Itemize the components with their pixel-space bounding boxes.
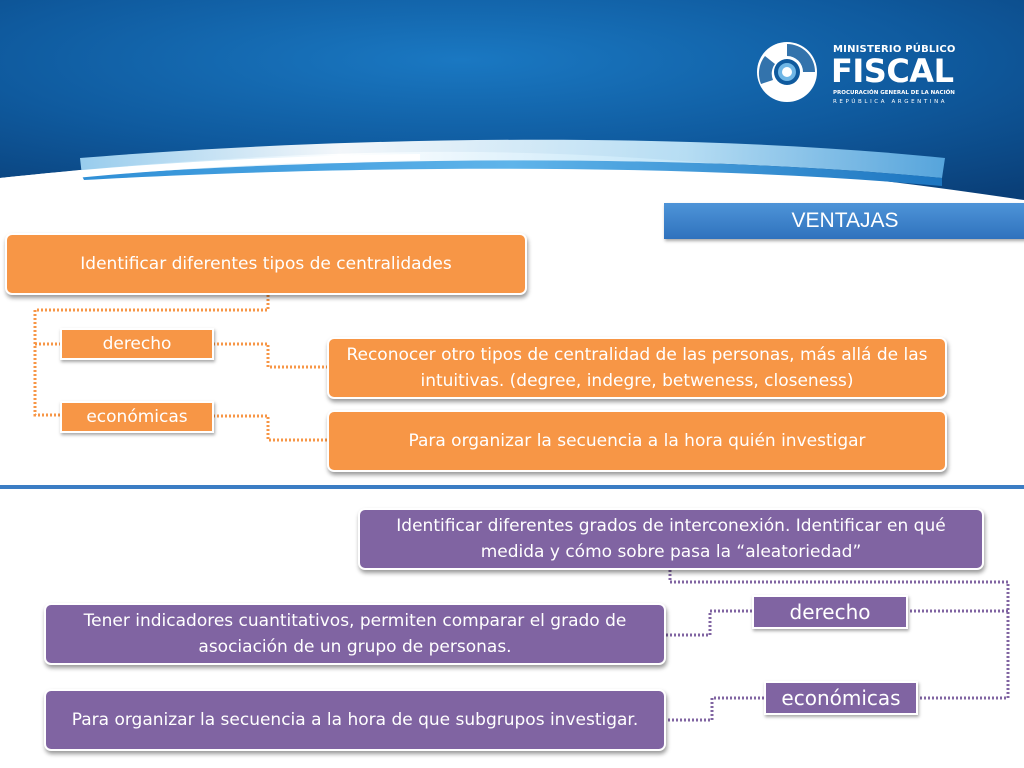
tag-economicas-bottom: económicas	[764, 681, 918, 715]
tag-economicas-top: económicas	[60, 401, 214, 433]
root-box-interconexion: Identificar diferentes grados de interco…	[358, 508, 984, 570]
box-derecho-centralidad: Reconocer otro tipos de centralidad de l…	[327, 337, 947, 399]
logo-procuracion-text: PROCURACIÓN GENERAL DE LA NACIÓN	[833, 90, 955, 96]
fiscal-logo: MINISTERIO PÚBLICO FISCAL PROCURACIÓN GE…	[755, 40, 955, 110]
root-box-centralidades: Identificar diferentes tipos de centrali…	[5, 233, 527, 295]
section-divider	[0, 485, 1024, 489]
logo-ministerio-text: MINISTERIO PÚBLICO	[833, 44, 956, 55]
logo-country-text: REPÚBLICA ARGENTINA	[833, 99, 948, 105]
tag-derecho-bottom: derecho	[752, 595, 908, 629]
box-economicas-secuencia: Para organizar la secuencia a la hora qu…	[327, 410, 947, 472]
ventajas-banner: VENTAJAS	[664, 203, 1024, 239]
sun-emblem-icon	[757, 42, 817, 102]
logo-fiscal-text: FISCAL	[831, 52, 954, 90]
box-derecho-indicadores: Tener indicadores cuantitativos, permite…	[44, 603, 666, 665]
tag-derecho-top: derecho	[60, 328, 214, 360]
box-economicas-subgrupos: Para organizar la secuencia a la hora de…	[44, 689, 666, 751]
